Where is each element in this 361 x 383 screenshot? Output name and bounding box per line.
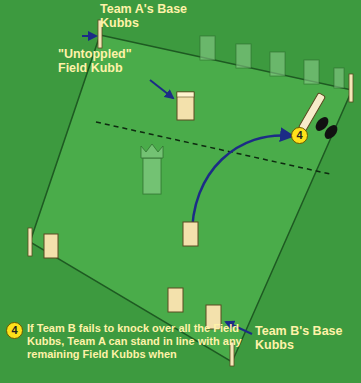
king (141, 144, 163, 194)
callout-number: 4 (291, 127, 308, 144)
field-kubb (177, 92, 194, 120)
team-b-base-kubbs (44, 234, 221, 329)
part-label: "Untoppled" Field Kubb (58, 47, 148, 75)
callout-number: 4 (6, 322, 23, 339)
note-text: If Team B fails to knock over all the Fi… (27, 322, 242, 361)
corner-stakes (28, 20, 353, 366)
throw-arc (192, 135, 292, 240)
field (30, 35, 352, 362)
leader-arrows (82, 36, 252, 334)
callout-text: 4 (11, 325, 17, 336)
callout-text: 4 (296, 130, 302, 141)
toppled-base-kubbs (200, 36, 344, 88)
feet-icon (313, 115, 340, 142)
part-label: Team A's Base Kubbs (100, 2, 210, 30)
center-line (96, 122, 330, 174)
part-label: Team B's Base Kubbs (255, 324, 355, 352)
field-kubb (183, 222, 198, 246)
